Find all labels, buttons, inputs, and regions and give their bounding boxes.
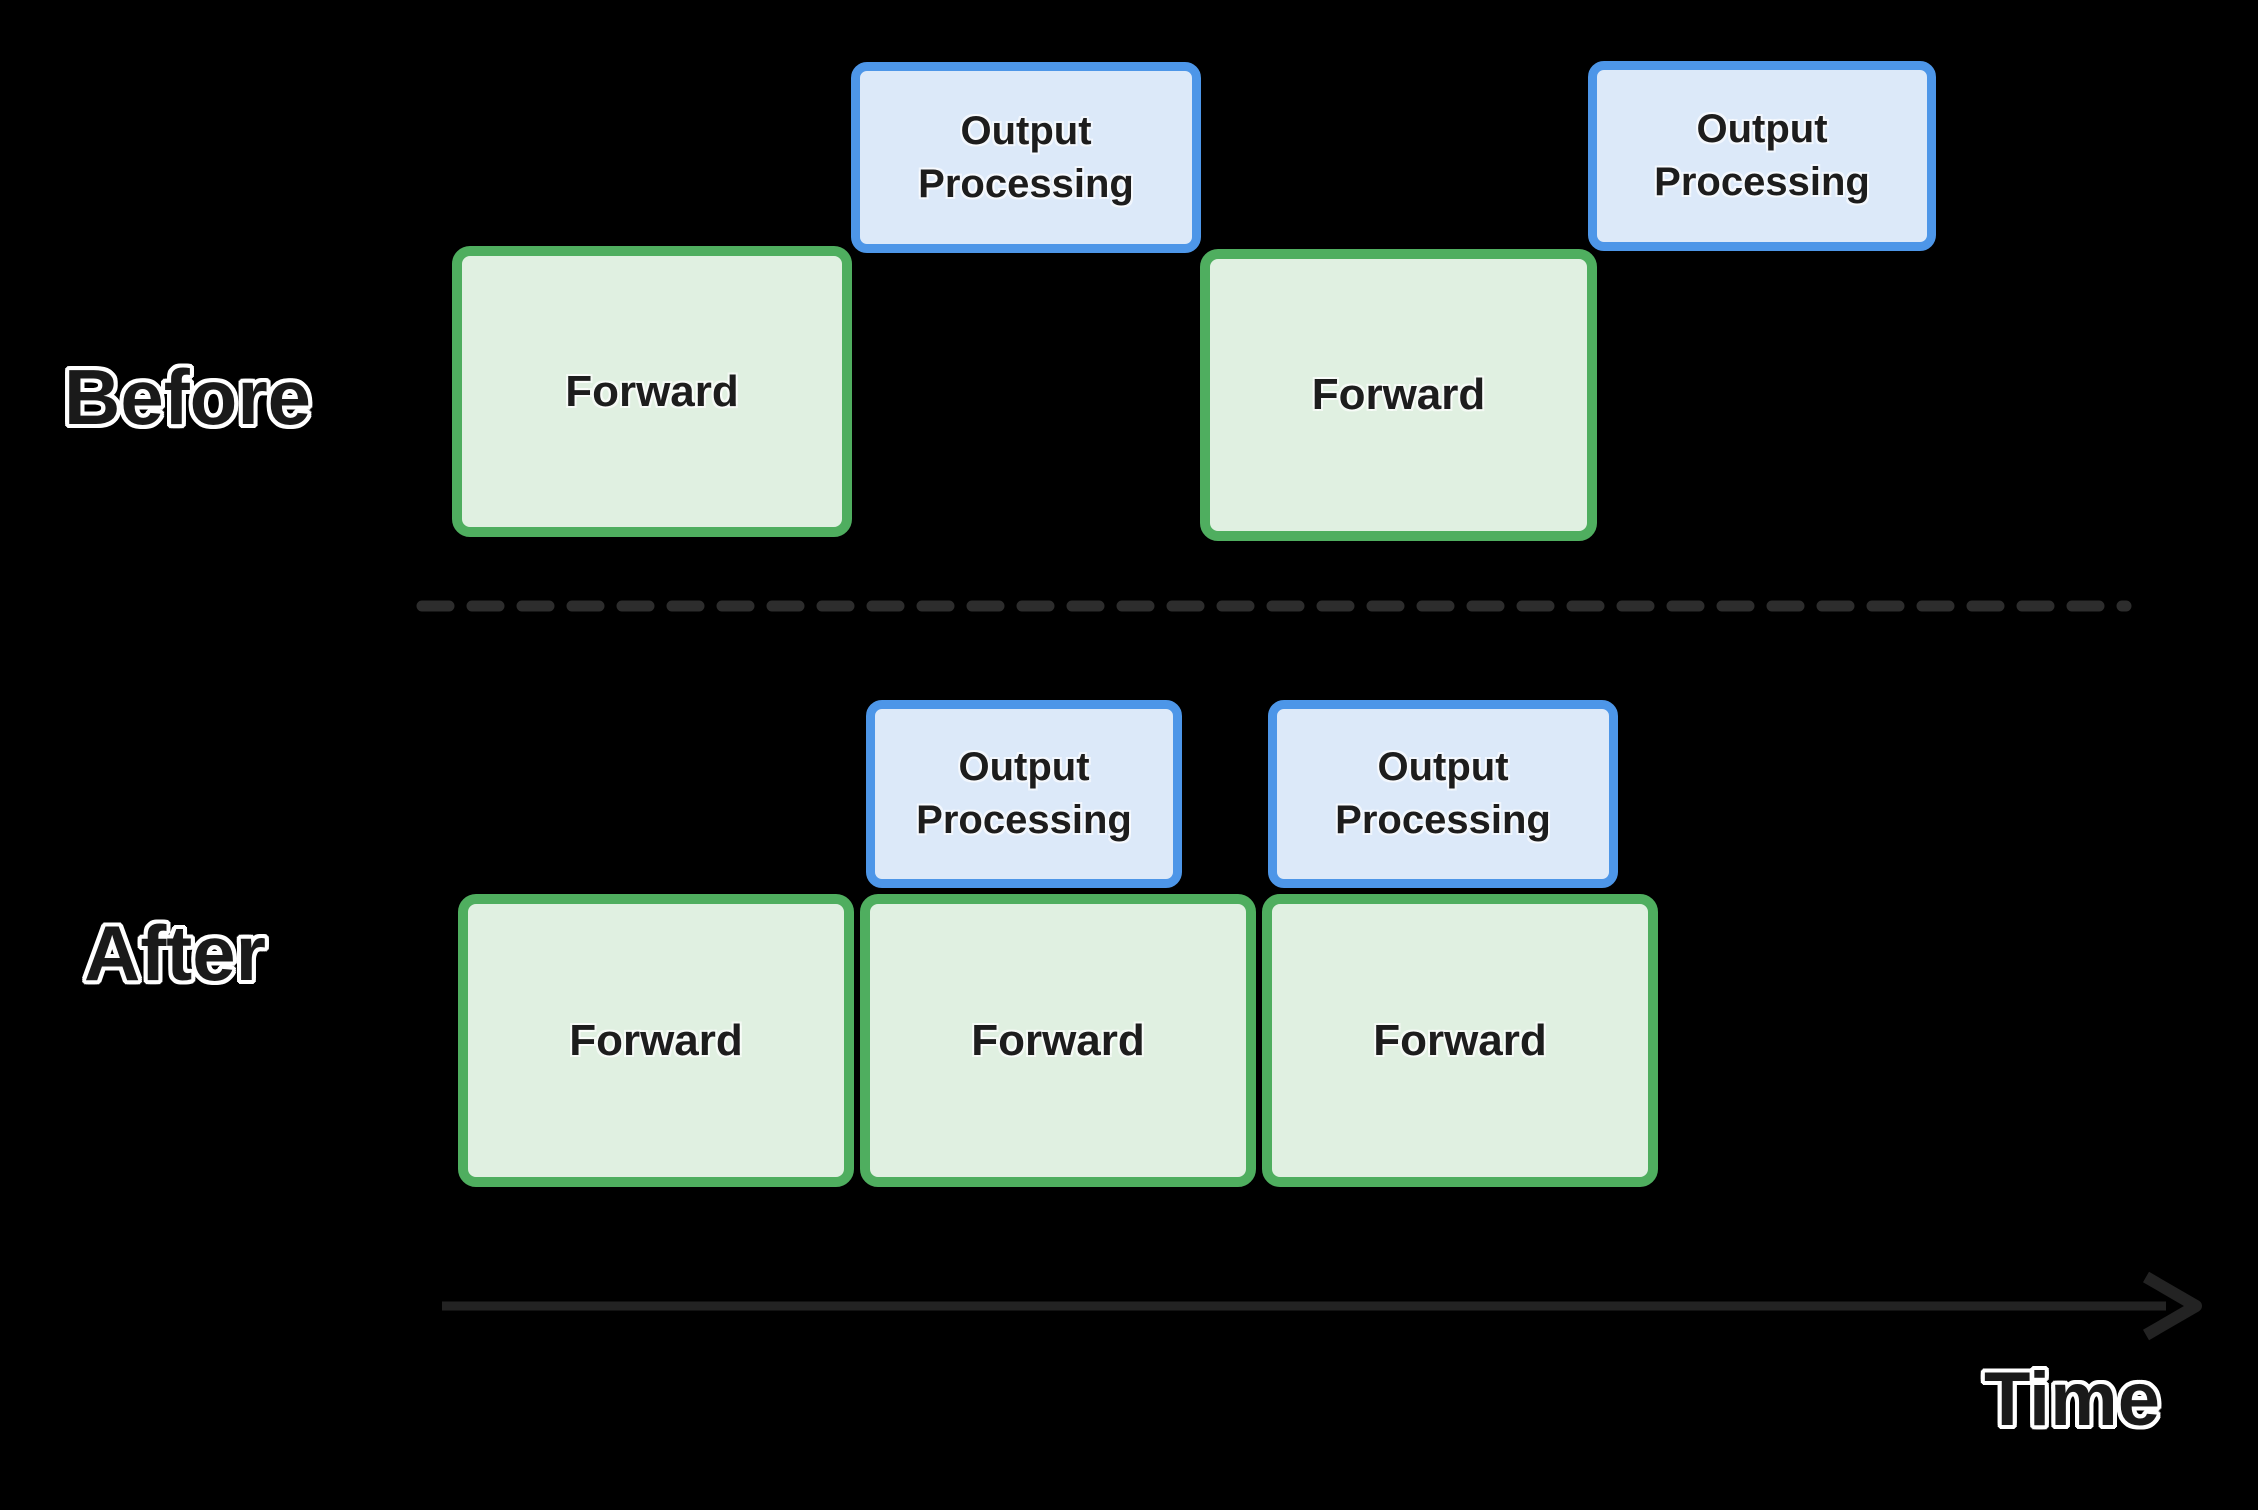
before-forward-1-label: Forward [565, 366, 739, 416]
after-forward-3-label: Forward [1373, 1015, 1547, 1065]
after-forward-2-label: Forward [971, 1015, 1145, 1065]
after-output-processing-2-label: Output Processing [1335, 745, 1551, 842]
before-output-processing-2-label: Output Processing [1654, 107, 1870, 204]
before-row-label: Before [64, 353, 312, 441]
before-output-processing-1-label: Output Processing [918, 108, 1134, 206]
before-output-processing-2-box: Output Processing [1588, 61, 1936, 251]
after-output-processing-1-label: Output Processing [916, 745, 1132, 842]
after-forward-1-box: Forward [458, 894, 854, 1187]
after-row-label: After [84, 909, 267, 997]
time-axis-arrowhead [2142, 1271, 2202, 1341]
before-forward-2-box: Forward [1200, 249, 1597, 541]
after-output-processing-1-box: Output Processing [866, 700, 1182, 888]
after-output-processing-2-box: Output Processing [1268, 700, 1618, 888]
dashed-divider-line [416, 600, 2132, 612]
after-forward-3-box: Forward [1262, 894, 1658, 1187]
after-forward-1-label: Forward [569, 1015, 743, 1065]
before-forward-1-box: Forward [452, 246, 852, 537]
time-axis-arrow [442, 1271, 2202, 1341]
time-axis-label: Time [1984, 1357, 2161, 1442]
before-output-processing-1-box: Output Processing [851, 62, 1201, 253]
before-forward-2-label: Forward [1311, 370, 1486, 419]
after-forward-2-box: Forward [860, 894, 1256, 1187]
